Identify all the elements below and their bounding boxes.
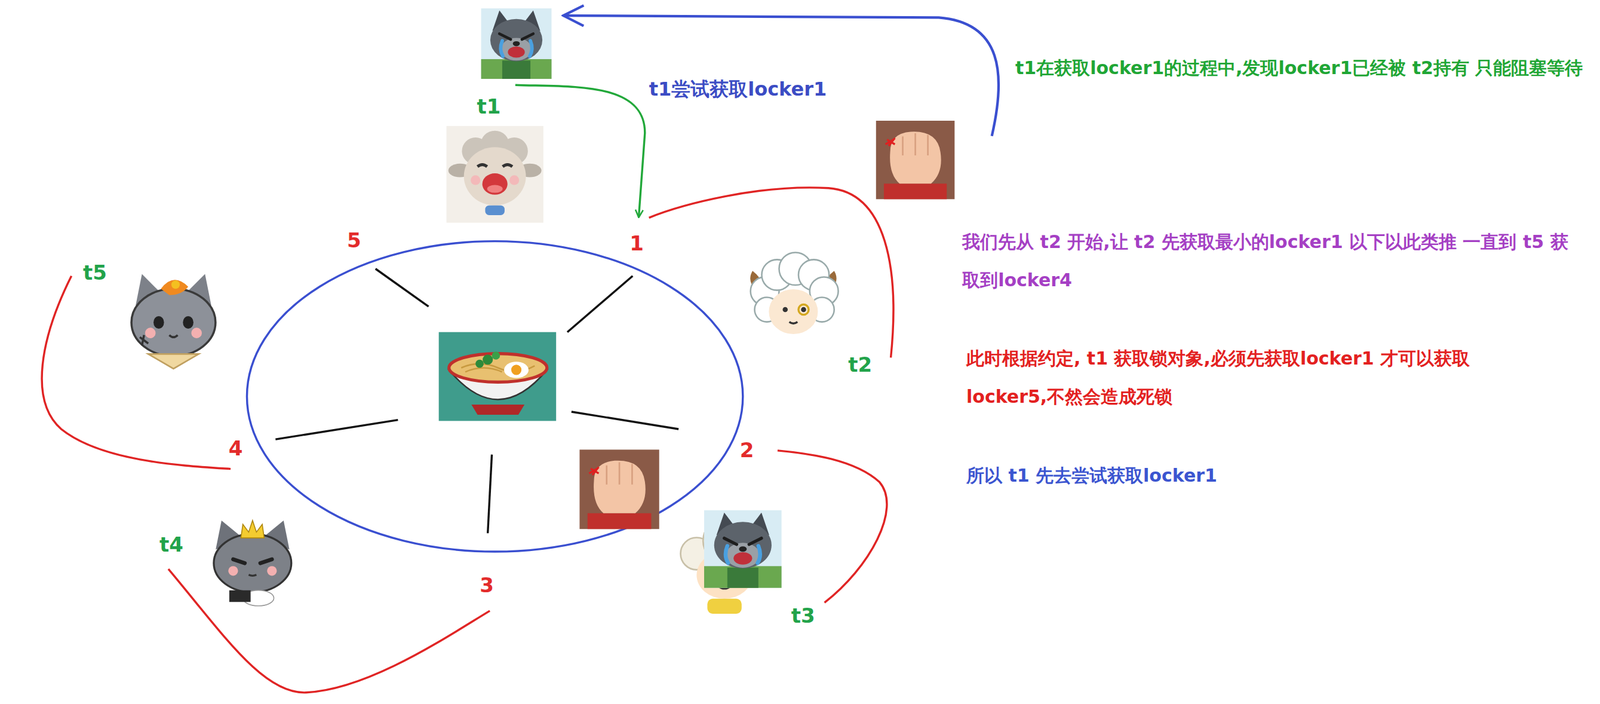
block-arrow — [563, 15, 999, 137]
sheep-figure — [446, 126, 543, 223]
lock-number: 5 — [346, 227, 362, 253]
thread-label: t3 — [791, 603, 816, 628]
thread-label: t1 — [476, 93, 501, 119]
lock-number: 4 — [228, 435, 244, 461]
chopsticks — [275, 268, 679, 534]
sheep-figure — [750, 252, 838, 334]
conclusion-note: 所以 t1 先去尝试获取locker1 — [966, 456, 1218, 495]
hold-line — [649, 187, 894, 358]
cat-figure — [131, 274, 216, 369]
thread-label: t2 — [848, 352, 872, 377]
thread-label: t5 — [83, 260, 107, 285]
thread-label: t4 — [159, 531, 184, 557]
fist-icon — [876, 120, 955, 200]
noodle-bowl — [438, 332, 557, 422]
rule-note: 此时根据约定, t1 获取锁对象,必须先获取locker1 才可以获取locke… — [966, 339, 1492, 416]
crying-wolf-icon — [481, 8, 552, 79]
hold-line — [777, 450, 887, 603]
hold-line — [168, 568, 490, 693]
explanation-note: 我们先从 t2 开始,让 t2 先获取最小的locker1 以下以此类推 一直到… — [962, 222, 1578, 300]
table-ellipse — [246, 241, 743, 552]
lock-number: 1 — [629, 230, 644, 256]
action-note: t1尝试获取locker1 — [649, 69, 828, 109]
wolf-king-figure — [213, 520, 292, 606]
lock-number: 2 — [739, 437, 755, 463]
status-note: t1在获取locker1的过程中,发现locker1已经被 t2持有 只能阻塞等… — [1015, 48, 1589, 88]
crying-wolf-icon — [704, 510, 782, 588]
lock-number: 3 — [479, 572, 494, 598]
fist-icon — [579, 449, 659, 529]
